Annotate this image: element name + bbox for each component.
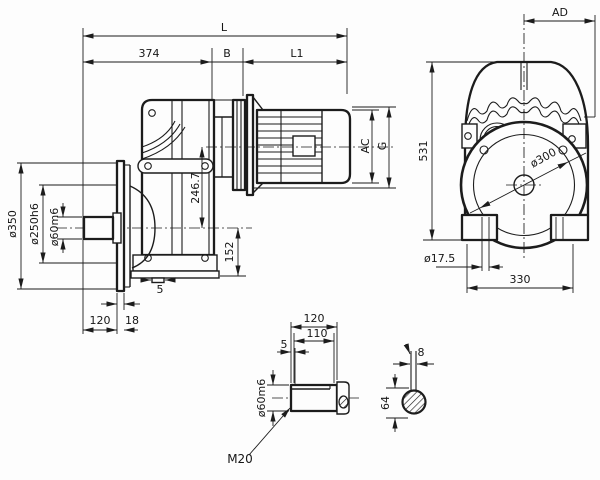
front-view: ø300 531 AD ø17.5 330 <box>417 6 596 293</box>
dim-shaft-diameter: ø60m6 <box>48 208 61 246</box>
dim-foot-span: 330 <box>510 273 531 286</box>
cooling-fin-scallops <box>466 97 582 122</box>
dim-key-width: 8 <box>418 346 425 359</box>
dim-thread-callout: M20 <box>227 452 253 466</box>
dim-foot-hole-diameter: ø17.5 <box>424 252 455 265</box>
center-hole-section <box>338 395 349 409</box>
dim-overall-length: L <box>221 21 228 34</box>
dim-keyway-offset: 5 <box>281 338 288 351</box>
dim-motor-diameter: AC <box>359 138 372 153</box>
flange-trumpet <box>129 185 156 269</box>
bolt-hole <box>201 254 209 262</box>
bolt-hole <box>144 162 152 170</box>
dim-spigot-diameter: ø250h6 <box>28 203 41 245</box>
motor-cooling-fins <box>257 110 323 183</box>
motor-terminal-box <box>292 135 316 157</box>
dim-shaft-detail-diameter: ø60m6 <box>255 379 268 417</box>
dim-axis-offset: 246.7 <box>189 172 202 204</box>
mounting-foot <box>460 213 499 242</box>
dim-axis-to-bottom: 152 <box>223 242 236 263</box>
output-shaft <box>82 215 115 241</box>
shaft-detail: 120 110 5 ø60m6 M20 <box>227 312 362 466</box>
flange-bolt-hole <box>558 145 568 155</box>
gear-housing-outline <box>140 98 216 257</box>
mounting-foot <box>549 213 590 242</box>
dim-flange-od: ø350 <box>6 210 19 238</box>
dim-motor-length: L1 <box>290 47 303 60</box>
shaft-section-circle <box>401 389 427 415</box>
flange-bolt-hole <box>479 145 489 155</box>
dim-shaft-detail-length: 120 <box>304 312 325 325</box>
dim-key-height: 64 <box>379 396 392 410</box>
drain-tab <box>151 277 165 284</box>
side-view: L 374 B L1 <box>6 21 396 334</box>
dim-flange-diameter: G <box>376 142 389 151</box>
dim-brake-width: B <box>223 47 231 60</box>
side-pad <box>461 123 478 149</box>
housing-bottom-plate <box>130 270 220 279</box>
dim-flange-thickness: 18 <box>125 314 139 327</box>
dim-tab-width: 5 <box>157 283 164 296</box>
housing-bottom-band <box>132 254 218 272</box>
motor-flange <box>245 93 255 197</box>
dim-keyway-length: 110 <box>307 327 328 340</box>
key-cross-section: 8 64 <box>379 343 434 432</box>
dim-overall-height: 531 <box>417 141 430 162</box>
bolt-hole <box>148 109 156 117</box>
dim-housing-length: 374 <box>139 47 160 60</box>
coupling-collar <box>231 98 247 192</box>
dim-center-to-edge: AD <box>552 6 568 19</box>
dim-shaft-length: 120 <box>90 314 111 327</box>
housing-rib <box>137 158 214 174</box>
